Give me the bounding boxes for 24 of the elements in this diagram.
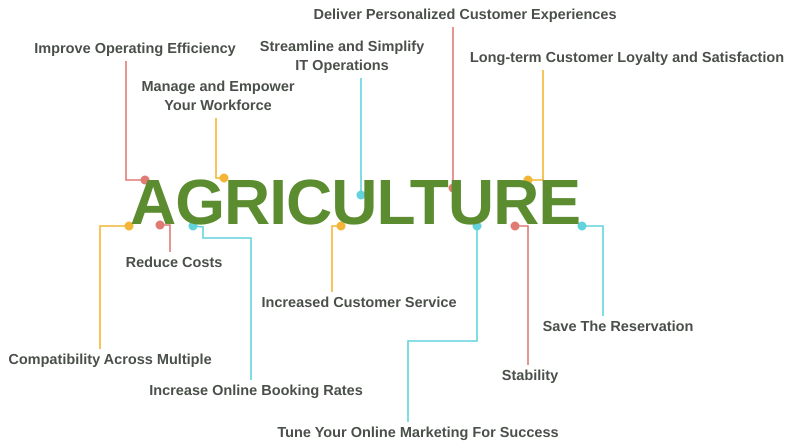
- leader-line: [407, 222, 482, 422]
- benefit-label: Increased Customer Service: [250, 294, 468, 313]
- benefit-label: Improve Operating Efficiency: [20, 40, 250, 59]
- benefit-label: Streamline and Simplify IT Operations: [252, 38, 432, 76]
- benefit-label: Deliver Personalized Customer Experiences: [300, 6, 630, 25]
- benefit-label: Manage and Empower Your Workforce: [128, 78, 308, 116]
- benefit-label: Increase Online Booking Rates: [140, 382, 372, 401]
- benefit-label: Save The Reservation: [530, 318, 706, 337]
- leader-line: [215, 118, 228, 182]
- leader-line: [156, 220, 171, 252]
- leader-line: [188, 222, 252, 380]
- leader-line: [356, 78, 366, 200]
- leader-line: [99, 222, 134, 349]
- benefit-label: Compatibility Across Multiple: [0, 351, 220, 370]
- leader-line: [524, 70, 544, 184]
- benefit-label: Long-term Customer Loyalty and Satisfaction: [462, 49, 787, 68]
- benefit-label: Reduce Costs: [118, 254, 230, 273]
- benefit-label: Tune Your Online Marketing For Success: [266, 424, 570, 443]
- leader-line: [331, 222, 346, 292]
- leader-line: [510, 222, 529, 365]
- leader-line: [125, 61, 150, 184]
- title-word: AGRICULTURE: [122, 172, 588, 232]
- leader-line: [578, 222, 604, 316]
- benefit-label: Stability: [490, 367, 570, 386]
